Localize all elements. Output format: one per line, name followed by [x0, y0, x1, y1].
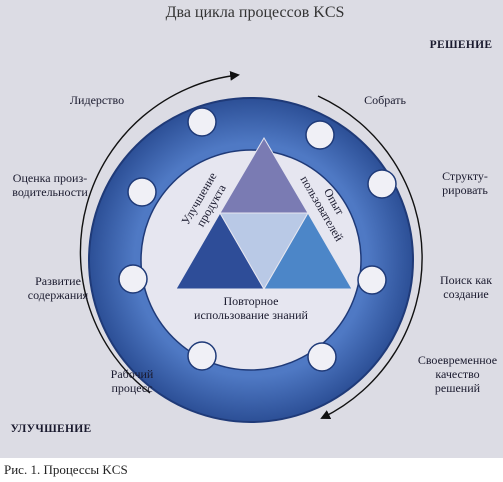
- ring-hole: [305, 120, 335, 150]
- label-search: Поиск как создание: [439, 273, 493, 301]
- label-capture: Собрать: [364, 93, 406, 107]
- ring-hole: [187, 107, 217, 137]
- ring-hole: [127, 177, 157, 207]
- evolve-loop-label: УЛУЧШЕНИЕ: [10, 423, 92, 435]
- label-knowledge-reuse: Повторное использование знаний: [194, 294, 308, 322]
- diagram-title: Два цикла процессов KCS: [165, 4, 345, 21]
- label-reuse-quality: Своевременное качество решений: [417, 353, 498, 395]
- solve-loop-label: РЕШЕНИЕ: [429, 39, 493, 51]
- solve-loop-arrow: [317, 95, 423, 419]
- ring-holes: [118, 107, 397, 372]
- ring-hole: [118, 264, 148, 294]
- ring-hole: [307, 342, 337, 372]
- label-structure: Структу- рировать: [442, 169, 488, 197]
- cycle-graphic: [79, 71, 423, 423]
- knowledge-triangle: [175, 137, 353, 290]
- ring-hole: [367, 169, 397, 199]
- evolve-loop-arrow: [79, 71, 240, 394]
- label-content-development: Развитие содержания: [27, 274, 89, 302]
- figure-caption: Рис. 1. Процессы KCS: [4, 462, 128, 477]
- ring-hole: [357, 265, 387, 295]
- triangle-right: [263, 212, 353, 290]
- label-performance: Оценка произ- водительности: [12, 171, 88, 199]
- label-leadership: Лидерство: [69, 93, 125, 107]
- ring-hole: [187, 341, 217, 371]
- label-workflow: Рабочий процесс: [110, 367, 154, 395]
